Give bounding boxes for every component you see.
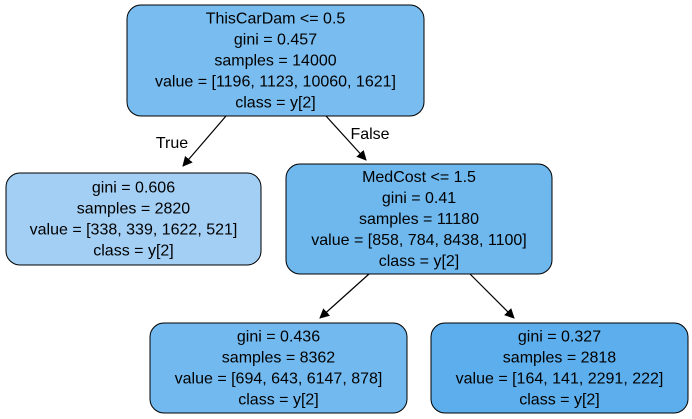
node-text-line: samples = 2820: [77, 201, 191, 218]
node-text-line: gini = 0.436: [237, 329, 320, 346]
node-text-line: samples = 2818: [503, 350, 617, 367]
tree-node-right-right: gini = 0.327 samples = 2818 value = [164, …: [430, 322, 689, 414]
node-text-line: gini = 0.41: [382, 190, 456, 207]
edge-arrow-right-to-right-left: [319, 273, 370, 319]
node-text-line: value = [338, 339, 1622, 521]: [30, 222, 238, 239]
node-text-line: value = [694, 643, 6147, 878]: [175, 371, 383, 388]
node-text-line: gini = 0.457: [234, 32, 317, 49]
node-text-line: samples = 11180: [359, 211, 479, 228]
node-box: [5, 172, 262, 266]
tree-node-root: ThisCarDam <= 0.5 gini = 0.457 samples = 1…: [126, 4, 425, 117]
node-text-line: MedCost <= 1.5: [362, 169, 476, 186]
edge-arrow-root-to-right: [325, 115, 367, 161]
node-box: [149, 322, 408, 414]
node-text-line: value = [1196, 1123, 10060, 1621]: [155, 74, 396, 91]
node-text-line: class = y[2]: [93, 243, 173, 260]
node-text-line: value = [858, 784, 8438, 1100]: [311, 232, 526, 249]
nodes-layer: ThisCarDam <= 0.5 gini = 0.457 samples = 1…: [5, 4, 689, 414]
node-text-line: value = [164, 141, 2291, 222]: [456, 371, 664, 388]
edge-arrow-root-to-left: [182, 115, 227, 167]
edge-label-true: True: [156, 135, 188, 152]
node-text-line: gini = 0.606: [92, 180, 175, 197]
tree-node-left: gini = 0.606 samples = 2820 value = [338, …: [5, 172, 262, 266]
edges-layer: True False: [156, 115, 515, 319]
node-text-line: class = y[2]: [379, 253, 459, 270]
tree-node-right-left: gini = 0.436 samples = 8362 value = [694, …: [149, 322, 408, 414]
edge-label-false: False: [350, 126, 389, 143]
node-text-line: samples = 8362: [222, 350, 336, 367]
node-text-line: ThisCarDam <= 0.5: [206, 11, 346, 28]
node-box: [430, 322, 689, 414]
node-text-line: class = y[2]: [519, 392, 599, 409]
node-text-line: class = y[2]: [238, 392, 318, 409]
node-box: [285, 163, 553, 275]
edge-arrow-right-to-right-right: [469, 273, 515, 319]
node-text-line: class = y[2]: [235, 95, 315, 112]
tree-node-right: MedCost <= 1.5 gini = 0.41 samples = 11180…: [285, 163, 553, 275]
node-text-line: gini = 0.327: [518, 329, 601, 346]
node-box: [126, 4, 425, 117]
node-text-line: samples = 14000: [214, 53, 336, 70]
